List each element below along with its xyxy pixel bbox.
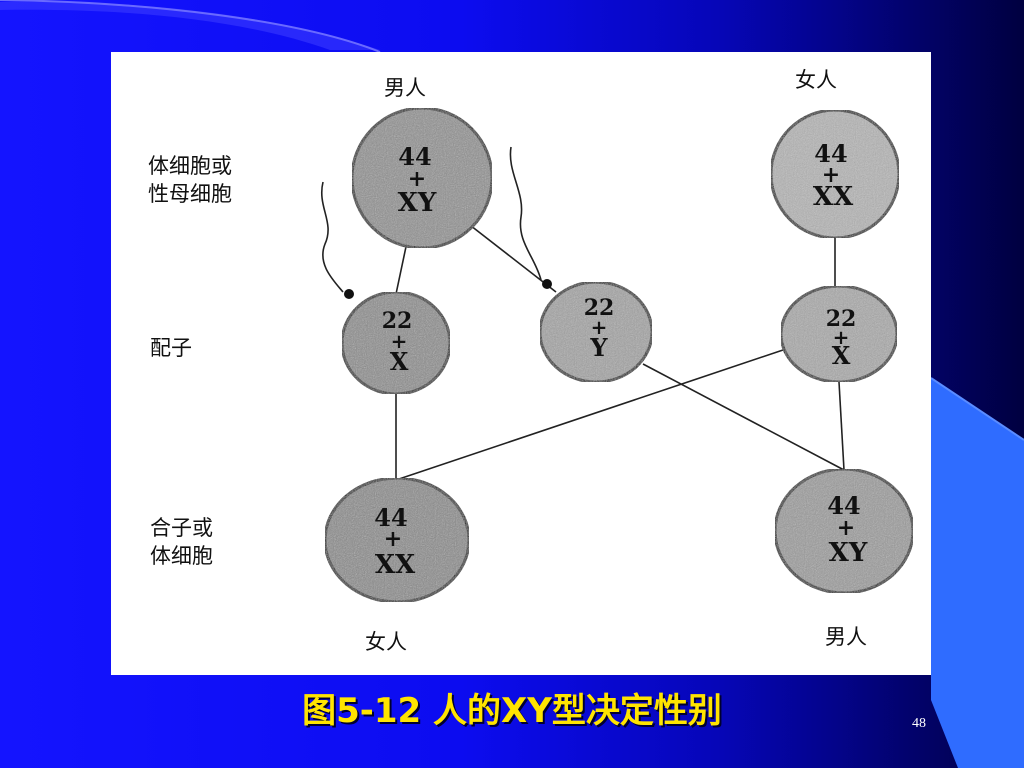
cell-son: 44 + XY (773, 467, 915, 595)
sperm-x-head-tip (344, 289, 354, 299)
cell-father: 44 + XY (350, 106, 494, 250)
egg-plus: + (833, 325, 850, 349)
sperm-y-tail (509, 146, 542, 281)
sperm-x-tail (321, 181, 344, 293)
page-number: 48 (912, 716, 926, 731)
sperm-y-autosomes: 22 (584, 295, 615, 321)
cell-egg-x: 22 + X (779, 284, 899, 384)
egg-sex-chromosome: X (832, 341, 851, 370)
father-sex-chromosomes: XY (398, 188, 437, 218)
row-label-gametes: 配子 (150, 336, 192, 360)
egg-autosomes: 22 (826, 306, 857, 332)
figure-caption: 图5-12 人的XY型决定性别 (302, 691, 722, 731)
daughter-plus: + (384, 526, 402, 552)
connector-lines (395, 221, 845, 481)
line-father-to-sperm-x (395, 241, 408, 295)
son-plus: + (837, 515, 855, 541)
top-swoosh-decoration (0, 1, 380, 50)
father-plus: + (408, 166, 426, 192)
label-top-male: 男人 (384, 76, 426, 100)
label-bottom-female: 女人 (365, 630, 407, 654)
row-label-parent-cells: 体细胞或 性母细胞 (148, 154, 232, 206)
mother-autosomes: 44 (814, 139, 847, 168)
daughter-sex-chromosomes: XX (375, 550, 416, 580)
inheritance-diagram: 44 + XY 44 + XX 22 + X 22 + Y 22 + (321, 106, 915, 604)
right-blue-wedge (931, 378, 1024, 768)
sperm-tails (321, 146, 542, 293)
sperm-x-plus: + (391, 329, 408, 353)
sperm-y-sex-chromosome: Y (589, 333, 608, 362)
line-sperm-y-to-son (642, 363, 845, 471)
line-father-to-sperm-y (465, 221, 557, 293)
cell-sperm-x: 22 + X (340, 289, 452, 396)
sperm-x-sex-chromosome: X (390, 347, 409, 376)
diagram-panel: 44 + XY 44 + XX 22 + X 22 + Y 22 + (111, 52, 931, 675)
line-egg-to-daughter (395, 349, 784, 481)
row-label-offspring: 合子或 体细胞 (150, 516, 213, 568)
top-swoosh-line (0, 0, 381, 53)
sperm-x-autosomes: 22 (382, 308, 413, 334)
sperm-y-plus: + (591, 315, 608, 339)
cell-mother: 44 + XX (769, 108, 901, 240)
son-autosomes: 44 (827, 491, 860, 520)
label-top-female: 女人 (795, 68, 837, 92)
cell-sperm-y: 22 + Y (538, 279, 654, 384)
mother-plus: + (822, 162, 840, 188)
daughter-autosomes: 44 (374, 503, 407, 532)
son-sex-chromosomes: XY (829, 538, 868, 568)
right-wedge-highlight (930, 377, 1024, 441)
cell-daughter: 44 + XX (323, 476, 471, 604)
mother-sex-chromosomes: XX (813, 182, 854, 212)
label-bottom-male: 男人 (825, 625, 867, 649)
line-egg-to-son (838, 381, 845, 471)
father-autosomes: 44 (398, 142, 431, 171)
sperm-y-head-tip (542, 279, 552, 289)
